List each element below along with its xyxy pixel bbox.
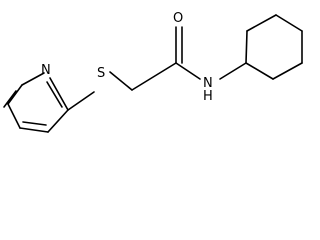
atom-n-amide: N <box>203 76 213 91</box>
molecule-structure: N S O N H <box>3 11 303 133</box>
bond-n-cy <box>219 62 247 80</box>
bond-cy6-cy1 <box>245 30 248 64</box>
bond-n-c6 <box>21 72 45 86</box>
bond-c4-c3-double <box>22 121 47 126</box>
bond-c2-n-double <box>46 81 63 108</box>
atom-n-pyridine: N <box>41 63 51 78</box>
bond-c6-c5-double <box>3 90 17 108</box>
bond-cy2-cy3 <box>272 62 303 80</box>
atom-s: S <box>97 66 105 81</box>
bond-cy5-cy6 <box>246 14 277 32</box>
atom-o: O <box>173 11 183 26</box>
bond-co-n <box>175 62 201 80</box>
bond-cy4-cy5 <box>275 14 303 32</box>
bond-c6-c5 <box>7 84 23 105</box>
atom-h-amide: H <box>203 89 213 104</box>
cyclohexane-ring <box>245 14 303 80</box>
bond-c2-s <box>67 91 95 111</box>
bond-c5-c4 <box>7 103 21 129</box>
bond-s-ch2 <box>109 71 133 91</box>
bond-c3-c2 <box>47 109 69 133</box>
bond-ch2-co <box>131 62 177 91</box>
bond-c4-c3 <box>19 127 49 133</box>
pyridine-ring <box>3 72 69 133</box>
bond-c2-n <box>49 77 69 111</box>
bond-cy1-cy2 <box>245 62 274 80</box>
